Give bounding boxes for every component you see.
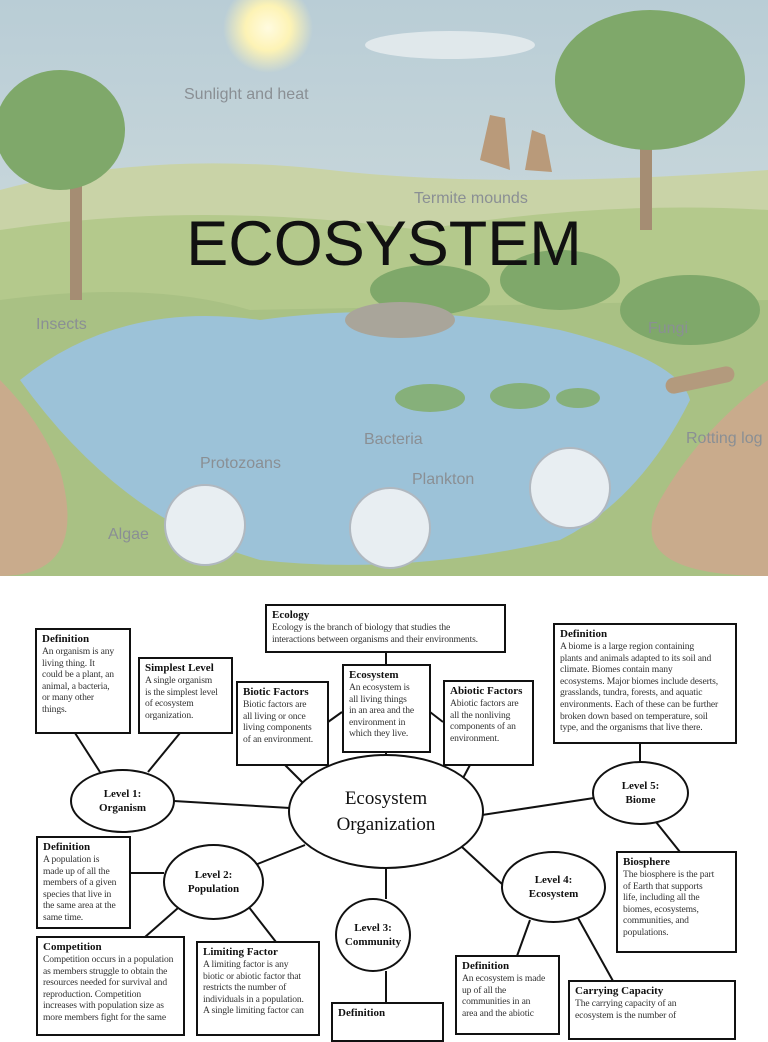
box-body: Abiotic factors are all the nonliving co… xyxy=(450,698,519,744)
label-algae: Algae xyxy=(108,526,149,543)
box-body: A population is made up of all the membe… xyxy=(43,854,117,923)
box-title: Definition xyxy=(43,841,91,853)
box-body: Biotic factors are all living or once li… xyxy=(243,699,314,745)
level-1-organism-node: Level 1: Organism xyxy=(70,769,175,833)
box-body: The carrying capacity of an ecosystem is… xyxy=(575,998,677,1021)
label-insects: Insects xyxy=(36,316,87,333)
level-5-biome-node: Level 5: Biome xyxy=(592,761,689,825)
box-body: Ecology is the branch of biology that st… xyxy=(272,622,478,645)
box-title: Definition xyxy=(42,633,90,645)
box-body: A single organism is the simplest level … xyxy=(145,675,218,721)
box-title: Carrying Capacity xyxy=(575,985,664,997)
level-4-ecosystem-node: Level 4: Ecosystem xyxy=(501,851,606,923)
box-title: Limiting Factor xyxy=(203,946,278,958)
box-title: Biosphere xyxy=(623,856,670,868)
box-body: A limiting factor is any biotic or abiot… xyxy=(203,959,304,1017)
box-body: An organism is any living thing. It coul… xyxy=(42,646,115,715)
box-community-definition: Definition xyxy=(331,1002,444,1042)
box-title: Biotic Factors xyxy=(243,686,309,698)
rotting-log xyxy=(665,366,735,394)
ecosystem-organization-node: Ecosystem Organization xyxy=(288,754,484,869)
box-title: Competition xyxy=(43,941,102,953)
sun-icon xyxy=(223,0,313,73)
box-body: Competition occurs in a population as me… xyxy=(43,954,174,1023)
box-title: Ecosystem xyxy=(349,669,399,681)
box-title: Definition xyxy=(338,1007,386,1019)
box-body: An ecosystem is all living things in an … xyxy=(349,682,414,740)
label-rotting-log: Rotting log xyxy=(686,430,763,447)
label-plankton: Plankton xyxy=(412,471,475,488)
page-title: ECOSYSTEM xyxy=(186,209,582,279)
box-body: An ecosystem is made up of all the commu… xyxy=(462,973,546,1019)
box-title: Definition xyxy=(560,628,608,640)
box-body: The biosphere is the part of Earth that … xyxy=(623,869,715,938)
label-protozoans: Protozoans xyxy=(200,455,281,472)
box-title: Definition xyxy=(462,960,510,972)
box-title: Simplest Level xyxy=(145,662,214,674)
box-title: Abiotic Factors xyxy=(450,685,523,697)
level-3-community-node: Level 3: Community xyxy=(335,898,411,972)
box-body: A biome is a large region containing pla… xyxy=(560,641,719,734)
label-fungi: Fungi xyxy=(648,320,689,337)
box-title: Ecology xyxy=(272,609,310,621)
ecosystem-illustration xyxy=(0,0,768,576)
termite-mounds xyxy=(480,115,552,172)
label-sunlight: Sunlight and heat xyxy=(184,86,309,103)
label-termite-mounds: Termite mounds xyxy=(414,190,528,207)
level-2-population-node: Level 2: Population xyxy=(163,844,264,920)
label-bacteria: Bacteria xyxy=(364,431,423,448)
